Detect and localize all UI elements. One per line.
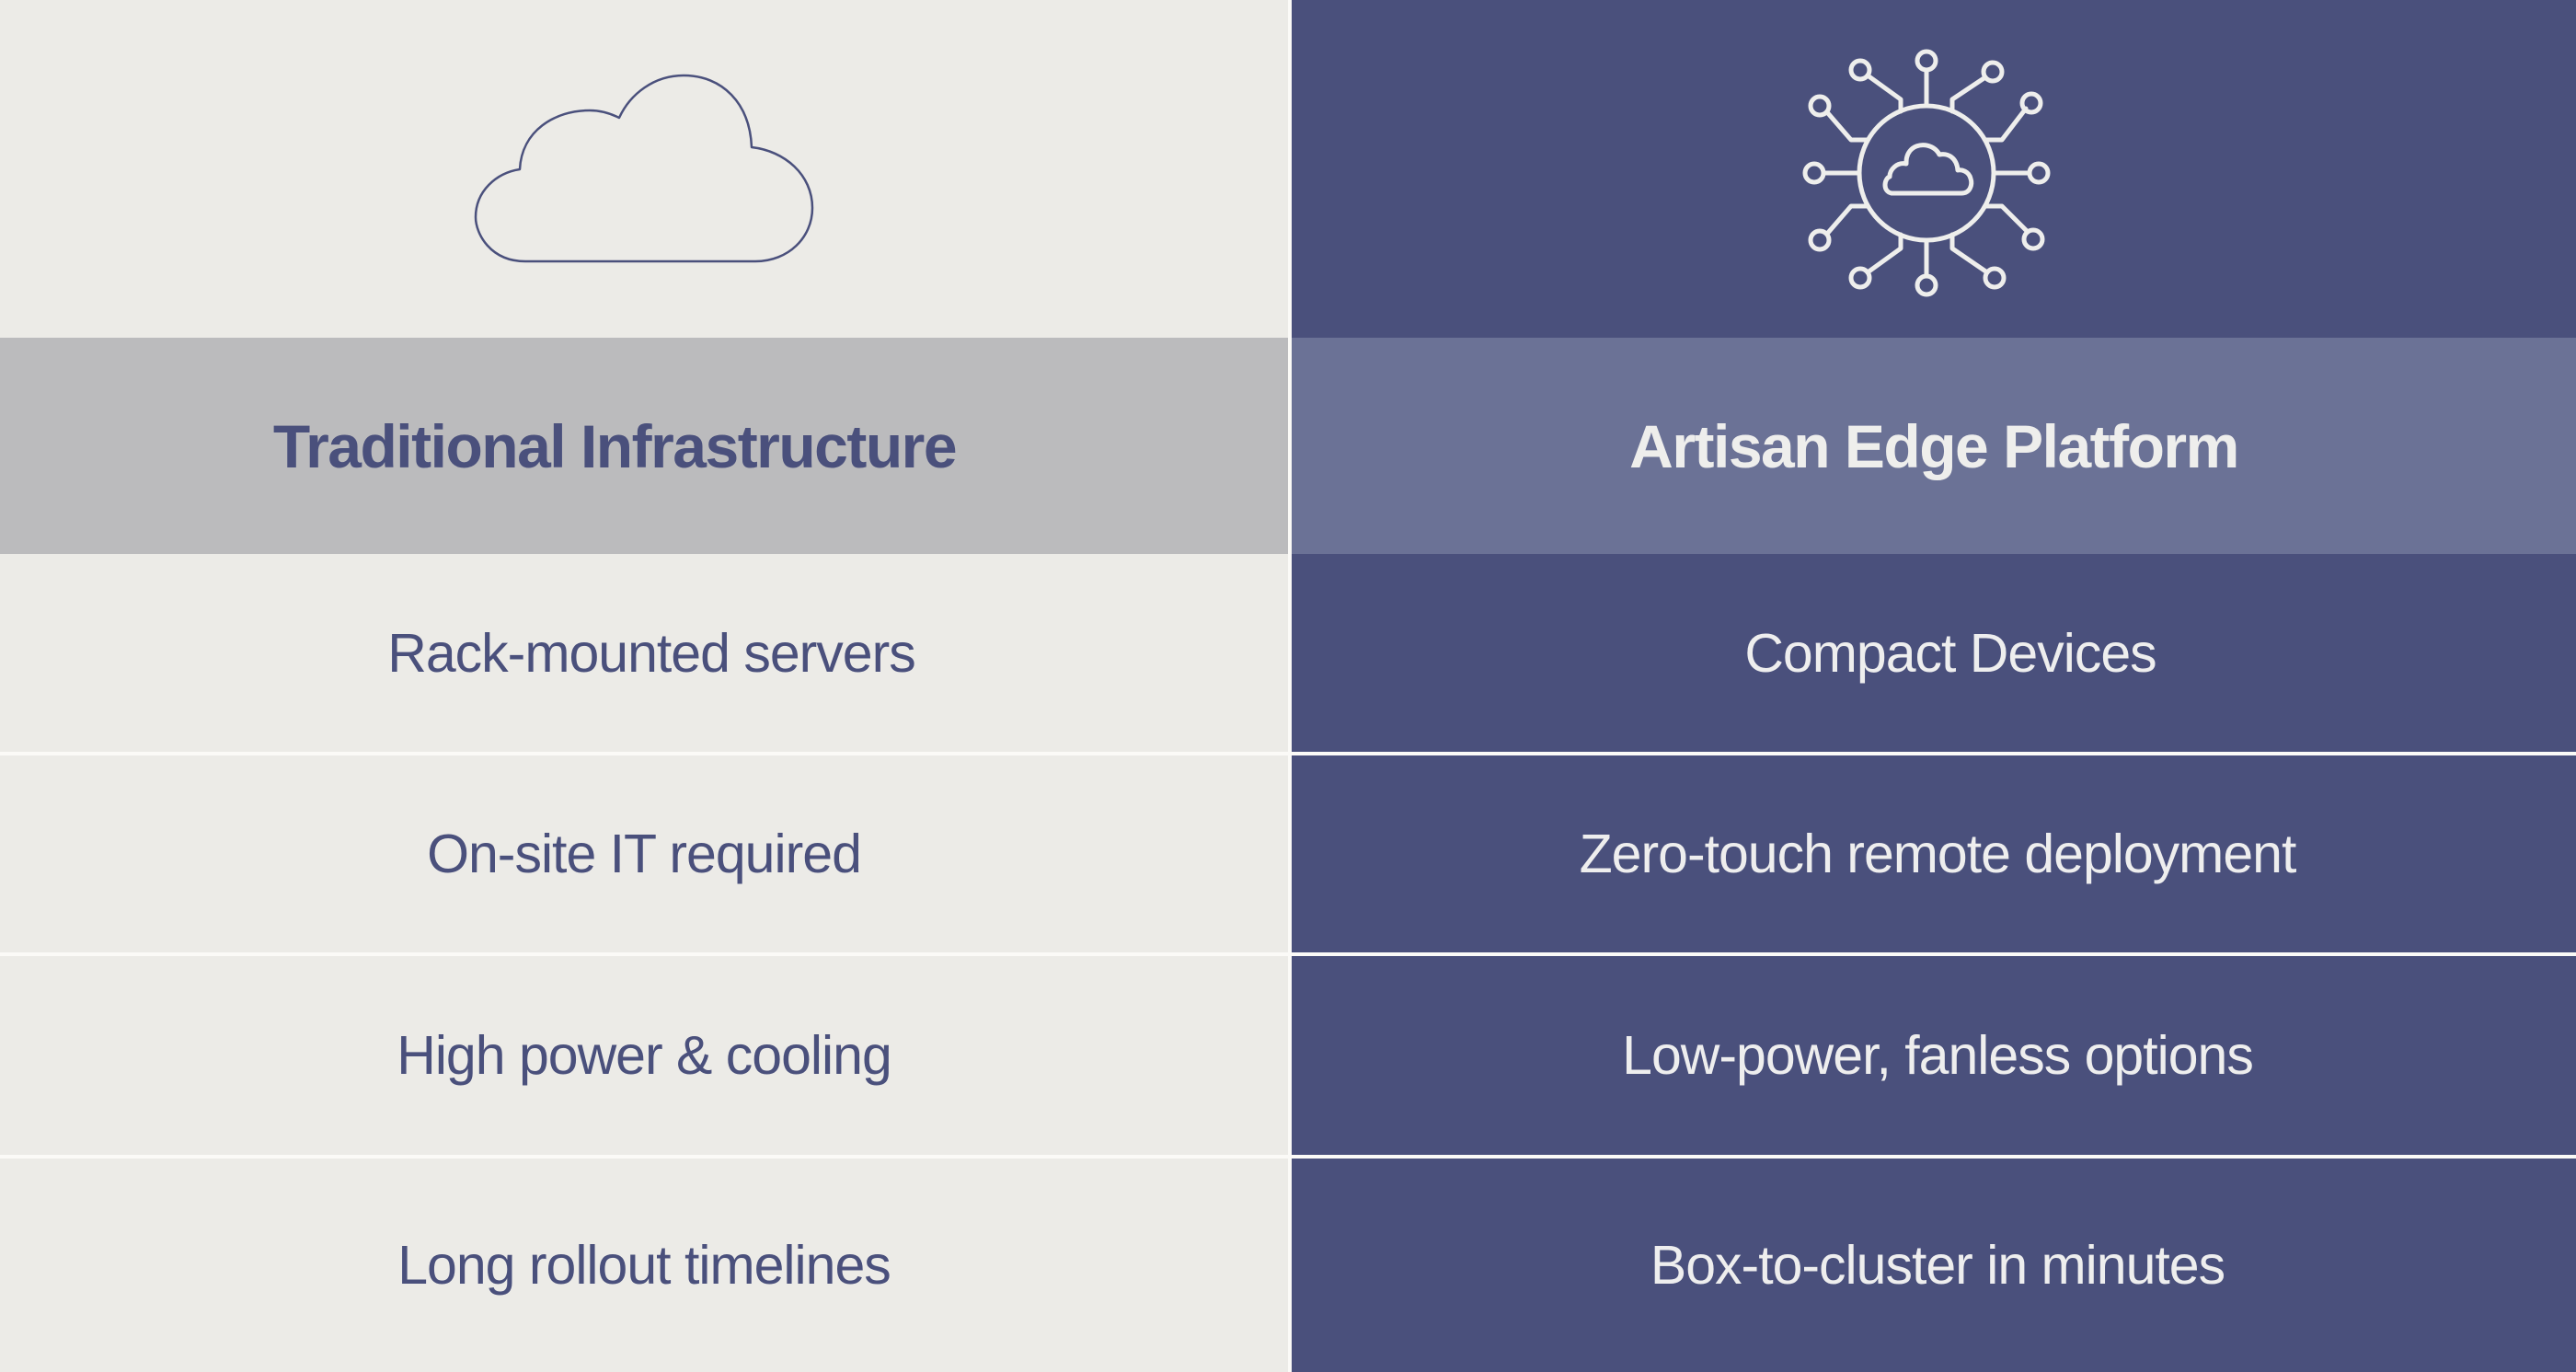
left-icon-cell bbox=[0, 0, 1288, 338]
right-row-4: Box-to-cluster in minutes bbox=[1292, 1159, 2576, 1372]
left-row-2: On-site IT required bbox=[0, 755, 1288, 952]
right-column-header: Artisan Edge Platform bbox=[1292, 338, 2576, 554]
cloud-outline-icon bbox=[474, 74, 814, 262]
right-row-1-text: Compact Devices bbox=[1744, 622, 2156, 684]
left-column-title: Traditional Infrastructure bbox=[272, 411, 958, 480]
cloud-network-hub-icon bbox=[1802, 49, 2051, 296]
left-row-4-text: Long rollout timelines bbox=[397, 1235, 891, 1296]
right-icon-cell bbox=[1292, 0, 2576, 338]
right-row-4-text: Box-to-cluster in minutes bbox=[1650, 1235, 2225, 1296]
left-column-header: Traditional Infrastructure bbox=[0, 338, 1288, 554]
right-row-3-text: Low-power, fanless options bbox=[1622, 1025, 2254, 1086]
left-row-2-text: On-site IT required bbox=[427, 824, 862, 884]
left-row-3: High power & cooling bbox=[0, 956, 1288, 1155]
right-row-1: Compact Devices bbox=[1292, 554, 2576, 752]
right-row-2-text: Zero-touch remote deployment bbox=[1579, 824, 2297, 884]
left-row-1: Rack-mounted servers bbox=[0, 554, 1288, 752]
left-row-1-text: Rack-mounted servers bbox=[387, 622, 915, 684]
right-row-3: Low-power, fanless options bbox=[1292, 956, 2576, 1155]
right-column-title: Artisan Edge Platform bbox=[1629, 411, 2239, 480]
artisan-edge-platform-column: Artisan Edge Platform Compact Devices Ze… bbox=[1292, 0, 2576, 1372]
right-row-2: Zero-touch remote deployment bbox=[1292, 755, 2576, 952]
left-row-4: Long rollout timelines bbox=[0, 1159, 1288, 1372]
traditional-infrastructure-column: Traditional Infrastructure Rack-mounted … bbox=[0, 0, 1288, 1372]
left-row-3-text: High power & cooling bbox=[397, 1025, 892, 1086]
